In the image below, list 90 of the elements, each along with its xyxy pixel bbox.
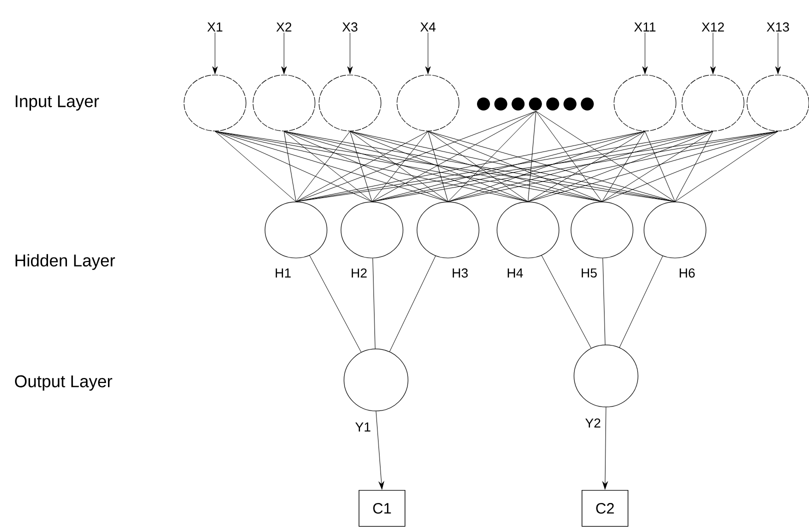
connection-line <box>296 131 350 202</box>
input-neuron <box>682 74 744 132</box>
connection-line <box>284 131 448 202</box>
connection-line <box>214 131 448 202</box>
input-label: X4 <box>420 22 436 32</box>
connection-line <box>214 131 372 202</box>
neuron-label: H5 <box>582 268 597 278</box>
output-neuron <box>344 348 408 412</box>
neuron-label: H6 <box>680 268 695 278</box>
connection-line <box>528 131 778 202</box>
neuron-label: H1 <box>276 268 291 278</box>
connection-line <box>536 110 602 202</box>
arrow <box>376 411 384 490</box>
connection-line <box>214 131 296 202</box>
input-neuron <box>184 74 246 132</box>
neuron-label: H3 <box>452 268 468 278</box>
arrow <box>347 32 353 74</box>
arrow <box>775 32 781 74</box>
connection-line <box>350 131 676 202</box>
connection-line <box>350 131 528 202</box>
neuron-label: Y2 <box>585 418 600 428</box>
connection-line <box>536 110 676 202</box>
connection-line <box>350 131 448 202</box>
neuron-label: H4 <box>508 268 523 278</box>
connection-line <box>372 131 428 202</box>
connection-line <box>214 131 602 202</box>
input-neuron <box>746 74 809 132</box>
input-label: X3 <box>342 22 358 32</box>
connection-line <box>619 256 663 348</box>
arrow <box>425 32 431 74</box>
arrow <box>281 32 287 74</box>
connection-line <box>372 258 376 349</box>
hidden-neuron <box>570 202 634 258</box>
input-neuron <box>252 74 316 132</box>
input-label: X11 <box>634 22 656 32</box>
arrow <box>710 32 716 74</box>
input-neuron <box>318 74 382 132</box>
connection-line <box>674 131 778 202</box>
connection-line <box>296 110 536 202</box>
hidden-neuron <box>644 202 706 258</box>
connection-line <box>372 131 646 202</box>
connection-line <box>602 131 714 202</box>
input-label: X12 <box>702 22 724 32</box>
connection-line <box>428 131 676 202</box>
connection-line <box>602 131 646 202</box>
hidden-neuron <box>340 202 404 258</box>
hidden-neuron <box>264 202 328 258</box>
neuron-label: Y1 <box>355 422 370 432</box>
connection-line <box>309 255 362 352</box>
layer-label: Output Layer <box>15 375 112 391</box>
class-box: C1 <box>358 490 406 527</box>
connection-line <box>602 131 778 202</box>
connection-line <box>541 255 592 348</box>
arrow <box>212 32 218 74</box>
connection-line <box>644 131 676 202</box>
input-label: X2 <box>276 22 292 32</box>
connection-line <box>350 131 602 202</box>
connection-line <box>528 110 536 202</box>
connection-line <box>284 131 296 202</box>
connection-line <box>389 256 436 352</box>
connection-line <box>284 131 528 202</box>
connection-line <box>448 131 646 202</box>
connection-line <box>674 131 714 202</box>
output-neuron <box>574 344 638 408</box>
arrow <box>602 407 608 490</box>
arrow <box>642 32 648 74</box>
connection-line <box>448 131 714 202</box>
input-label: X13 <box>766 22 789 32</box>
connection-line <box>448 110 536 202</box>
layer-label: Hidden Layer <box>16 254 115 270</box>
connection-line <box>602 258 606 345</box>
connection-line <box>528 131 646 202</box>
layer-label: Input Layer <box>16 95 99 111</box>
input-neuron <box>396 74 460 132</box>
connection-line <box>428 131 448 202</box>
connection-line <box>372 110 536 202</box>
input-neuron <box>614 74 676 132</box>
connection-line <box>296 131 428 202</box>
hidden-neuron <box>496 202 560 258</box>
class-box: C2 <box>582 490 628 527</box>
input-label: X1 <box>207 22 222 32</box>
hidden-neuron <box>416 202 480 258</box>
connection-line <box>528 131 714 202</box>
connection-line <box>350 131 372 202</box>
connection-line <box>428 131 528 202</box>
ellipsis-dots <box>477 98 594 110</box>
connection-line <box>428 131 602 202</box>
connection-line <box>284 131 372 202</box>
connection-line <box>448 131 778 202</box>
neuron-label: H2 <box>352 268 367 278</box>
